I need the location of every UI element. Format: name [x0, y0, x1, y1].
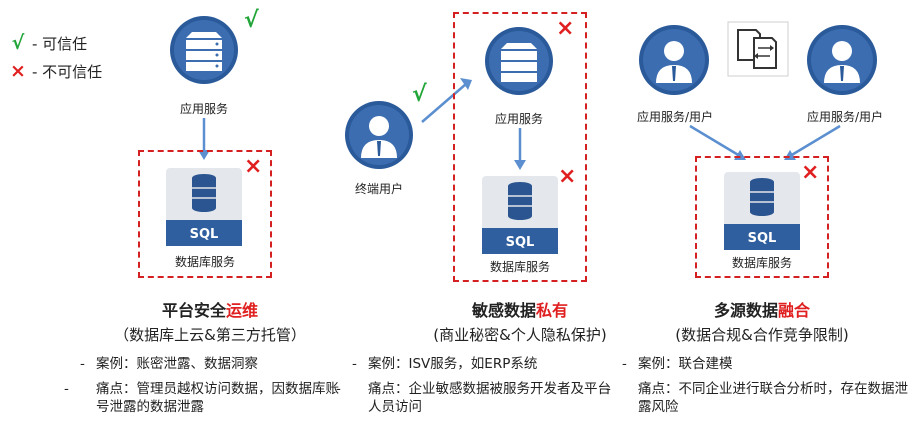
legend-trusted-label: - 可信任: [32, 34, 88, 53]
panel-subtitle: (数据合规&合作竞争限制): [675, 326, 849, 344]
user-icon: [807, 25, 877, 95]
sql-badge: SQL: [190, 227, 219, 242]
database-icon: SQL: [166, 168, 242, 246]
cross-icon: ×: [801, 160, 820, 185]
db-service-label: 数据库服务: [731, 256, 792, 270]
user-icon: [639, 25, 709, 95]
untrusted-zone: [453, 12, 587, 282]
bullet-pain: -痛点：管理员越权访问数据，因数据库账号泄露的数据泄露: [64, 381, 339, 415]
db-service-label: 数据库服务: [489, 260, 550, 274]
database-icon: SQL: [724, 172, 800, 250]
cross-icon: ×: [556, 16, 575, 41]
server-icon: [170, 16, 238, 84]
bullet-pain: -痛点：不同企业进行联合分析时，存在数据泄露风险: [606, 381, 908, 415]
panel-subtitle: （数据库上云&第三方托管）: [114, 326, 306, 344]
sql-badge: SQL: [748, 231, 777, 246]
cross-icon: ×: [10, 60, 26, 82]
arrow-down: [514, 128, 526, 170]
database-icon: SQL: [482, 176, 558, 254]
app-service-label: 应用服务: [494, 112, 543, 126]
app-user-label: 应用服务/用户: [806, 110, 884, 124]
untrusted-zone: [138, 150, 272, 278]
panel-subtitle: (商业秘密&个人隐私保护): [433, 326, 607, 344]
db-service-label: 数据库服务: [174, 255, 235, 269]
bullet-case: -案例：联合建模: [622, 356, 733, 372]
legend-untrusted-label: - 不可信任: [32, 62, 103, 81]
bullet-case: -案例：ISV服务，如ERP系统: [352, 356, 538, 372]
end-user-label: 终端用户: [354, 182, 403, 196]
bullet-pain: -痛点：企业敏感数据被服务开发者及平台人员访问: [336, 381, 611, 415]
check-icon: √: [412, 82, 427, 107]
sql-badge: SQL: [506, 235, 535, 250]
panel-title: 敏感数据私有: [471, 301, 569, 320]
check-icon: √: [11, 32, 25, 54]
app-user-label: 应用服务/用户: [636, 110, 714, 124]
legend-untrusted: × - 不可信任: [8, 60, 102, 82]
cross-icon: ×: [244, 154, 263, 179]
arrow-up-right: [421, 78, 472, 123]
server-icon: [485, 27, 553, 95]
panel-title: 多源数据融合: [713, 301, 811, 320]
document-exchange-icon: [727, 21, 789, 77]
cross-icon: ×: [558, 164, 577, 189]
bullet-case: -案例：账密泄露、数据洞察: [80, 356, 258, 372]
panel-title: 平台安全运维: [161, 301, 259, 320]
user-icon: [345, 101, 413, 169]
untrusted-zone: [695, 156, 829, 278]
app-service-label: 应用服务: [179, 102, 228, 116]
arrow-down: [198, 118, 210, 160]
legend-trusted: √ - 可信任: [8, 32, 88, 54]
check-icon: √: [244, 8, 259, 33]
